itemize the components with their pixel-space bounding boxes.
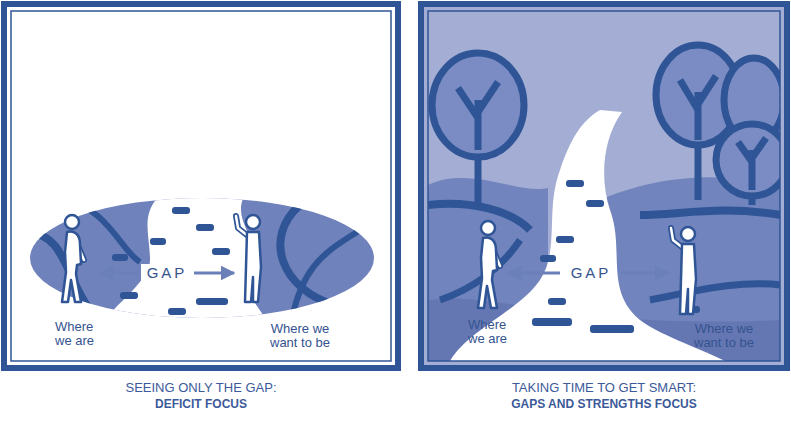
- gap-island-part-part: [112, 254, 128, 261]
- gap-island-part-part: [196, 298, 228, 305]
- gap-island-part-part: [150, 238, 166, 245]
- right-figures-part: [671, 227, 696, 314]
- right-panel-border-part: [421, 4, 787, 368]
- gap-island-part: [62, 215, 84, 302]
- landscape-part-part: [556, 236, 574, 243]
- landscape-part: [428, 204, 530, 230]
- landscape-part-part: [532, 318, 572, 326]
- gap-island-part: [28, 195, 360, 330]
- caption-heading: TAKING TIME TO GET SMART:: [418, 379, 790, 396]
- caption-block: TAKING TIME TO GET SMART:GAPS AND STRENG…: [418, 379, 790, 413]
- right-figures: [478, 221, 696, 314]
- right-figures-part: [508, 272, 560, 275]
- gap-island: [28, 195, 374, 330]
- landscape-part-part: [695, 140, 702, 200]
- caption-heading: SEEING ONLY THE GAP:: [1, 379, 401, 396]
- landscape-part-part: [738, 138, 766, 190]
- landscape-part-part: [716, 124, 780, 196]
- gap-island-part-part: [212, 248, 230, 255]
- gap-island-part-part: [95, 195, 275, 330]
- gap-label: GAP: [141, 264, 193, 282]
- landscape-part-part: [548, 298, 566, 305]
- gap-island-part: [112, 207, 230, 315]
- right-panel-border-part: [428, 11, 780, 361]
- landscape-part-part: [680, 76, 716, 140]
- landscape-part-part: [432, 53, 524, 157]
- landscape-part-part: [458, 82, 498, 150]
- position-label: Where we are: [55, 320, 103, 348]
- landscape-part: [640, 211, 780, 215]
- position-label: Where we are: [468, 318, 516, 346]
- right-figures-part: [478, 221, 500, 308]
- gap-island-part-part: [168, 308, 186, 315]
- panel: TAKING TIME TO GET SMART:GAPS AND STRENG…: [418, 1, 790, 425]
- gap-island-part: [236, 215, 261, 302]
- panel: SEEING ONLY THE GAP:DEFICIT FOCUS: [1, 1, 401, 425]
- right-panel-frame: [421, 4, 787, 368]
- left-panel-frame-part: [4, 4, 398, 368]
- caption-block: SEEING ONLY THE GAP:DEFICIT FOCUS: [1, 379, 401, 413]
- gap-label: GAP: [565, 264, 617, 282]
- gap-island-part: [194, 272, 234, 275]
- landscape-part-part: [540, 255, 556, 262]
- gap-island-part-part: [196, 224, 214, 231]
- gap-island-part-part: [120, 292, 138, 299]
- landscape-part: [432, 45, 780, 205]
- gap-island-part: [100, 272, 138, 275]
- caption-subheading: GAPS AND STRENGTHS FOCUS: [418, 396, 790, 413]
- landscape-part-part: [566, 180, 584, 187]
- landscape-part-part: [586, 200, 604, 207]
- landscape-part: [532, 180, 700, 333]
- right-panel-border: [421, 4, 787, 368]
- left-panel-frame-part: [11, 11, 391, 361]
- left-panel-frame: [4, 4, 398, 368]
- goal-label: Where we want to be: [680, 322, 768, 350]
- gap-island-part-part: [290, 230, 360, 330]
- landscape: [428, 45, 780, 361]
- gap-island-part-part: [172, 207, 190, 214]
- right-figures-part: [620, 272, 668, 275]
- goal-label: Where we want to be: [256, 322, 344, 350]
- right-panel-frame-part: [421, 4, 787, 368]
- caption-subheading: DEFICIT FOCUS: [1, 396, 401, 413]
- landscape-part: [650, 284, 780, 300]
- landscape-part-part: [590, 325, 634, 333]
